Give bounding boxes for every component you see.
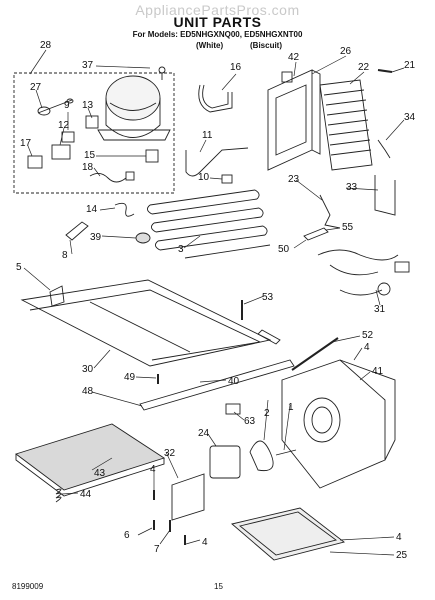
- callout-4: 4: [364, 342, 370, 353]
- part-14: [114, 202, 135, 217]
- part-39: [135, 232, 151, 244]
- part-13: [85, 115, 99, 129]
- callout-13: 13: [82, 100, 94, 111]
- callout-8: 8: [62, 250, 68, 261]
- callout-31: 31: [374, 304, 386, 315]
- document-number: 8199009: [12, 582, 44, 591]
- part-5: [49, 285, 65, 307]
- callout-55: 55: [342, 222, 354, 233]
- part-10: [221, 174, 233, 184]
- part-50: [303, 227, 329, 241]
- part-43: [15, 423, 166, 491]
- part-21: [377, 69, 393, 73]
- callout-32: 32: [164, 448, 176, 459]
- bracket-part: [257, 329, 281, 345]
- part-8: [65, 221, 89, 241]
- callout-26: 26: [340, 46, 352, 57]
- callout-28: 28: [40, 40, 52, 51]
- callout-4: 4: [150, 464, 156, 475]
- callout-23: 23: [288, 174, 300, 185]
- page-title: UNIT PARTS: [173, 14, 262, 30]
- callout-34: 34: [404, 112, 416, 123]
- callout-7: 7: [154, 544, 160, 555]
- callout-39: 39: [90, 232, 102, 243]
- variant-biscuit: (Biscuit): [250, 41, 282, 50]
- callout-12: 12: [58, 120, 70, 131]
- part-52: [291, 337, 339, 371]
- screws: [153, 490, 186, 545]
- callout-10: 10: [198, 172, 210, 183]
- part-23: [319, 194, 341, 229]
- callout-27: 27: [30, 82, 42, 93]
- part-42: [281, 71, 293, 83]
- callout-44: 44: [80, 489, 92, 500]
- part-16: [198, 84, 233, 113]
- wiring-harness: [317, 249, 399, 296]
- part-18: [89, 173, 127, 183]
- watermark: AppliancePartsPros.com: [135, 2, 300, 18]
- callout-37: 37: [82, 60, 94, 71]
- condenser-coil: [147, 189, 271, 259]
- fan-blade: [249, 440, 274, 472]
- callout-2: 2: [264, 408, 270, 419]
- callout-18: 18: [82, 162, 94, 173]
- callout-11: 11: [202, 130, 213, 141]
- callout-49: 49: [124, 372, 136, 383]
- callout-52: 52: [362, 330, 374, 341]
- base-frame: [20, 279, 272, 367]
- part-12: [51, 144, 71, 160]
- callout-16: 16: [230, 62, 242, 73]
- callout-6: 6: [124, 530, 130, 541]
- part-27: [37, 98, 74, 116]
- part-9: [61, 131, 75, 143]
- callout-1: 1: [288, 402, 294, 413]
- callout-9: 9: [64, 100, 70, 111]
- part-11: [185, 147, 249, 177]
- callout-50: 50: [278, 244, 290, 255]
- evaporator-part: [319, 79, 373, 171]
- callout-48: 48: [82, 386, 94, 397]
- callout-14: 14: [86, 204, 98, 215]
- callout-42: 42: [288, 52, 300, 63]
- callout-5: 5: [16, 262, 22, 273]
- variant-white: (White): [196, 41, 224, 50]
- callout-22: 22: [358, 62, 370, 73]
- part-32: [171, 473, 205, 521]
- callout-41: 41: [372, 366, 384, 377]
- callout-3: 3: [178, 244, 184, 255]
- fan-motor: [209, 445, 241, 479]
- part-44: [55, 488, 62, 503]
- part-63: [225, 403, 241, 415]
- fan-housing: [281, 359, 396, 489]
- fan-shroud: [267, 69, 321, 171]
- callout-24: 24: [198, 428, 210, 439]
- model-list: For Models: ED5NHGXNQ00, ED5NHGXNT00: [132, 30, 303, 39]
- callout-63: 63: [244, 416, 256, 427]
- leader-lines: [23, 49, 405, 556]
- callout-4: 4: [396, 532, 402, 543]
- callout-25: 25: [396, 550, 408, 561]
- callout-53: 53: [262, 292, 274, 303]
- part-15: [145, 149, 159, 163]
- part-48: [139, 359, 295, 411]
- callout-33: 33: [346, 182, 358, 193]
- compressor-group-box: [13, 72, 175, 194]
- page-number: 15: [214, 582, 223, 591]
- part-17: [27, 155, 43, 169]
- part-1: [275, 449, 297, 456]
- compressor-part: [97, 66, 171, 141]
- callout-17: 17: [20, 138, 32, 149]
- part-34: [377, 139, 391, 159]
- callout-21: 21: [404, 60, 416, 71]
- callout-15: 15: [84, 150, 96, 161]
- callout-4: 4: [202, 537, 208, 548]
- callout-30: 30: [82, 364, 94, 375]
- part-33: [374, 175, 396, 216]
- callout-43: 43: [94, 468, 106, 479]
- callout-40: 40: [228, 376, 240, 387]
